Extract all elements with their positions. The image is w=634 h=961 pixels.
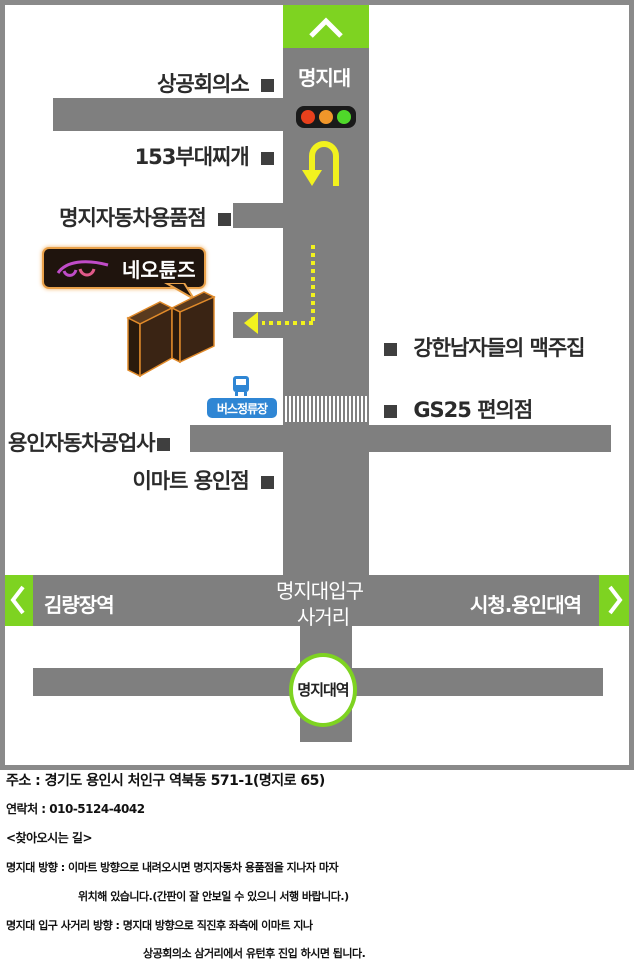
east-label: 시청.용인대역: [470, 593, 582, 617]
west-arrow-block[interactable]: [5, 575, 33, 626]
bus-stop-label: 버스정류장: [216, 402, 268, 416]
destination-name: 네오튠즈: [122, 258, 196, 282]
landmark-chamber-of-commerce: 상공회의소: [157, 68, 274, 98]
contact-text: 연락처 : 010-5124-4042: [6, 802, 145, 816]
chevron-up-icon: [309, 17, 343, 38]
destination-sign: 네오튠즈: [42, 247, 206, 289]
marker-square-icon: [218, 212, 231, 226]
marker-square-icon: [156, 437, 170, 451]
eyes-logo-icon: [56, 260, 109, 277]
chevron-right-icon: [608, 585, 623, 615]
landmark-gs25: GS25 편의점: [384, 394, 533, 424]
branch-road-destination: [233, 312, 285, 338]
marker-square-icon: [261, 475, 274, 489]
station-marker: 명지대역: [289, 653, 357, 727]
station-label: 명지대역: [297, 681, 349, 699]
sign-pointer: [163, 283, 195, 300]
main-horizontal-road: [5, 575, 629, 626]
top-left-road: [53, 98, 285, 131]
route1-line1: 명지대 방향 : 이마트 방향으로 내려오시면 명지자동차 용품점을 지나자 마…: [6, 861, 339, 874]
crosswalk: [285, 396, 369, 422]
route1-line2: 위치해 있습니다.(간판이 잘 안보일 수 있으니 서행 바랍니다.): [78, 890, 349, 903]
u-turn-arrow-icon: [302, 141, 339, 186]
route2-line2: 상공회의소 삼거리에서 유턴후 진입 하시면 됩니다.: [143, 947, 366, 960]
directions-title: <찾아오시는 길>: [6, 831, 93, 845]
landmark-auto-parts-store: 명지자동차용품점: [59, 202, 231, 232]
route2-line1: 명지대 입구 사거리 방향 : 명지대 방향으로 직진후 좌측에 이마트 지나: [6, 919, 313, 932]
main-vertical-road: [283, 5, 369, 577]
building-icon: [126, 291, 216, 378]
marker-square-icon: [261, 151, 274, 165]
marker-square-icon: [261, 78, 274, 92]
landmark-153-budae-jjigae: 153부대찌개: [135, 141, 274, 171]
north-label: 명지대: [298, 66, 351, 90]
west-label: 김량장역: [44, 593, 115, 617]
east-arrow-block[interactable]: [599, 575, 629, 626]
route-dotted-arrow: [244, 245, 315, 334]
address-text: 주소 : 경기도 용인시 처인구 역북동 571-1(명지로 65): [6, 773, 325, 789]
traffic-light-icon: [296, 106, 356, 128]
marker-square-icon: [384, 342, 397, 356]
landmark-emart-yongin: 이마트 용인점: [132, 465, 274, 495]
landmark-beer-house: 강한남자들의 맥주집: [384, 332, 586, 362]
bus-stop-badge: 버스정류장: [207, 398, 277, 418]
intersection-label-line2: 사거리: [297, 605, 350, 629]
intersection-label-line1: 명지대입구: [276, 579, 364, 603]
middle-horizontal-road: [190, 425, 611, 452]
marker-square-icon: [384, 404, 397, 418]
north-direction-block: [283, 5, 369, 48]
bus-icon: [233, 376, 249, 396]
landmark-auto-repair-shop: 용인자동차공업사: [8, 427, 170, 457]
chevron-left-icon: [10, 585, 25, 615]
branch-road-upper: [233, 203, 285, 228]
